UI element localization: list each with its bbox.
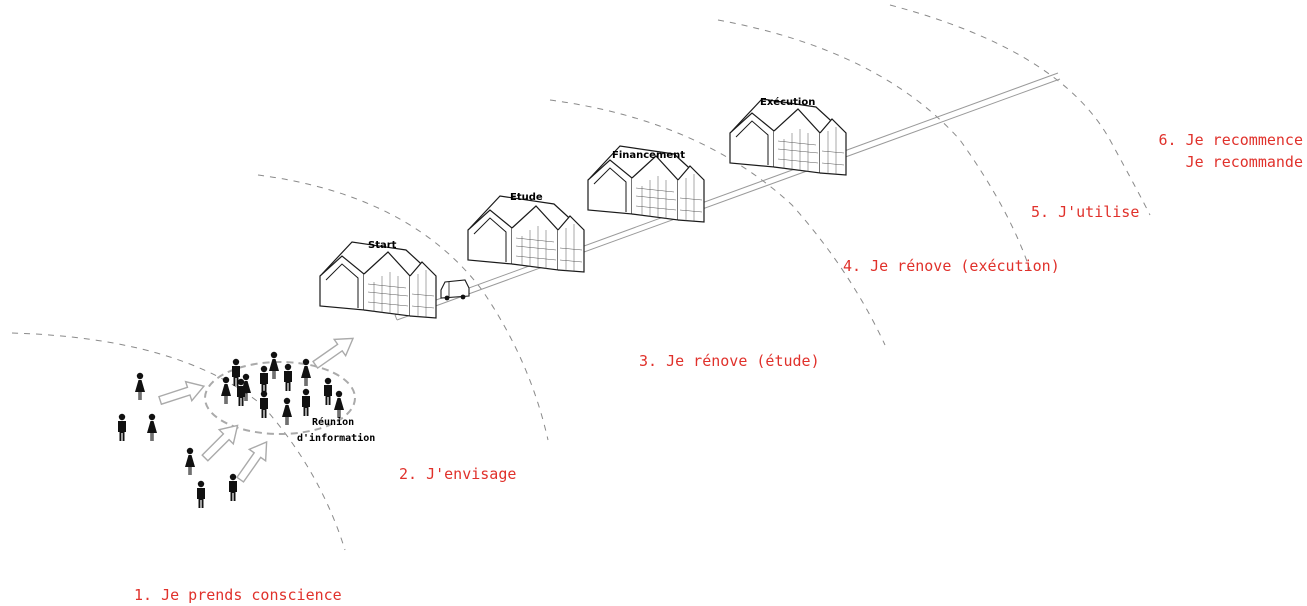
- stage-boundary-5: [889, 4, 1151, 216]
- arrow-icon: [308, 329, 360, 374]
- stage-label-5: 5. J'utilise: [1031, 203, 1139, 221]
- person-icon: [260, 390, 268, 418]
- person-icon: [269, 351, 279, 379]
- stage-boundary-1: [11, 332, 346, 551]
- person-icon: [147, 413, 157, 441]
- person-icon: [197, 480, 205, 508]
- person-icon: [237, 378, 245, 406]
- stage-boundary-2: [257, 174, 549, 441]
- person-icon: [302, 388, 310, 416]
- house-icon: [319, 241, 437, 319]
- house-label-financement: Financement: [612, 150, 685, 161]
- person-icon: [334, 390, 344, 418]
- house-label-start: Start: [368, 240, 397, 251]
- car-icon: [440, 279, 470, 301]
- house-label-etude: Etude: [510, 192, 543, 203]
- stage-label-3: 3. Je rénove (étude): [639, 352, 820, 370]
- house-label-execution: Exécution: [760, 96, 815, 108]
- person-icon: [135, 372, 145, 400]
- stage-labels: 1. Je prends conscience 2. J'envisage 3.…: [134, 131, 1303, 604]
- arrow-icon: [197, 417, 246, 466]
- person-icon: [260, 365, 268, 393]
- house-execution: Exécution: [729, 96, 847, 176]
- road: [394, 72, 1061, 321]
- person-icon: [284, 363, 292, 391]
- stage-label-1: 1. Je prends conscience: [134, 586, 342, 604]
- house-icon: [729, 98, 847, 176]
- arrow-icon: [156, 375, 208, 411]
- person-icon: [118, 413, 126, 441]
- house-icon: [467, 195, 585, 273]
- person-icon: [221, 376, 231, 404]
- house-financement: Financement: [587, 145, 705, 223]
- person-icon: [185, 447, 195, 475]
- stage-label-6b: Je recommande: [1186, 153, 1303, 171]
- house-etude: Etude: [467, 192, 585, 273]
- stage-label-4: 4. Je rénove (exécution): [843, 257, 1060, 275]
- stage-boundary-4: [717, 19, 1031, 271]
- arrow-icon: [231, 435, 276, 487]
- person-icon: [324, 377, 332, 405]
- meeting-group: [204, 361, 356, 435]
- meeting-label-line2: d'information: [297, 432, 375, 444]
- person-icon: [282, 397, 292, 425]
- house-start: Start: [319, 240, 437, 319]
- stage-boundaries: [11, 4, 1151, 551]
- stage-label-6a: 6. Je recommence: [1159, 131, 1304, 149]
- person-icon: [229, 473, 237, 501]
- meeting-label-line1: Réunion: [312, 416, 354, 428]
- stage-label-2: 2. J'envisage: [399, 465, 516, 483]
